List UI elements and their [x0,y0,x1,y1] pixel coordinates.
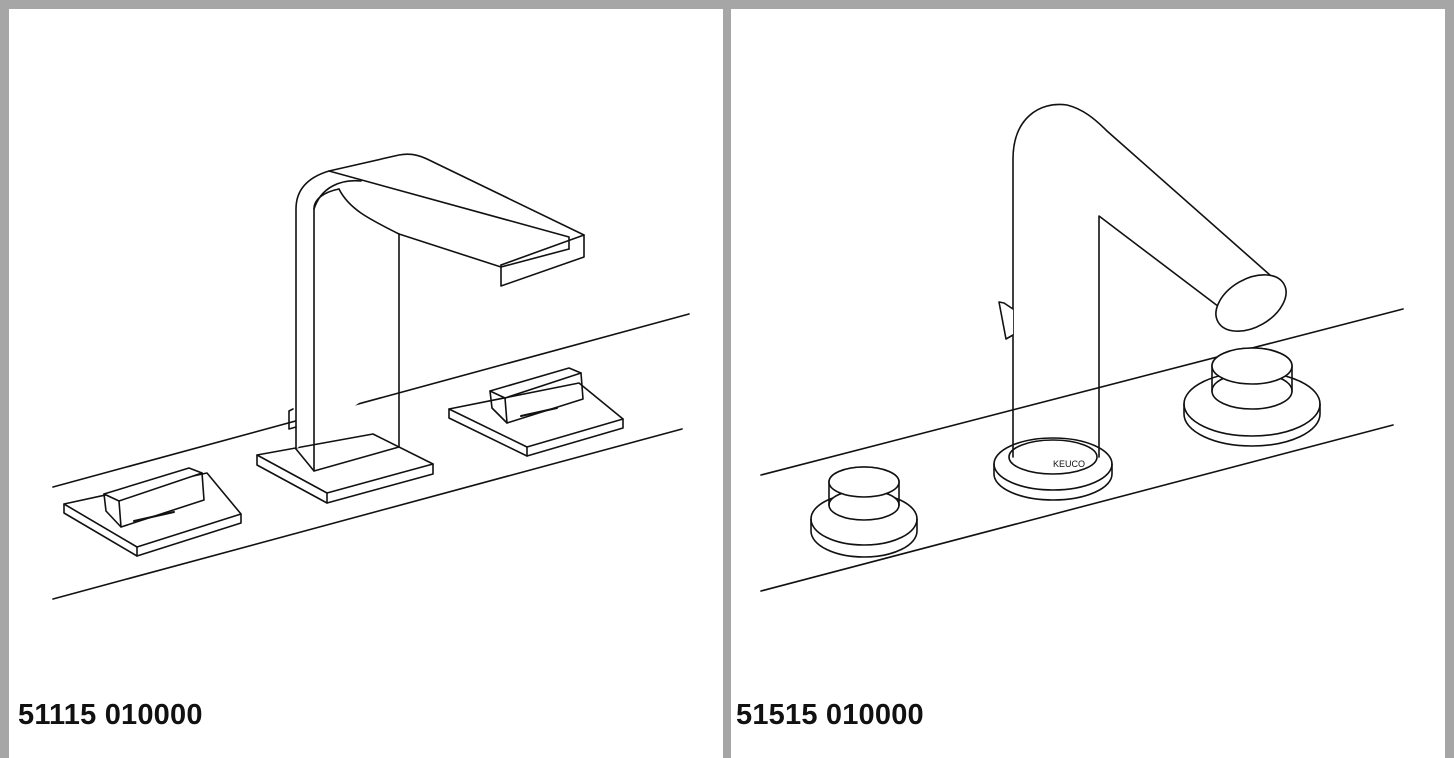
product-panel-right: KEUCO 51515 010000 [731,9,1445,758]
article-number: 51115 010000 [18,699,203,731]
panel-divider [723,9,731,758]
faucet-round-drawing: KEUCO [760,103,1404,592]
article-number: 51515 010000 [736,699,924,731]
faucet-square-drawing [52,153,690,600]
product-panel-left: 51115 010000 [9,9,723,758]
brand-mark: KEUCO [1053,459,1085,469]
